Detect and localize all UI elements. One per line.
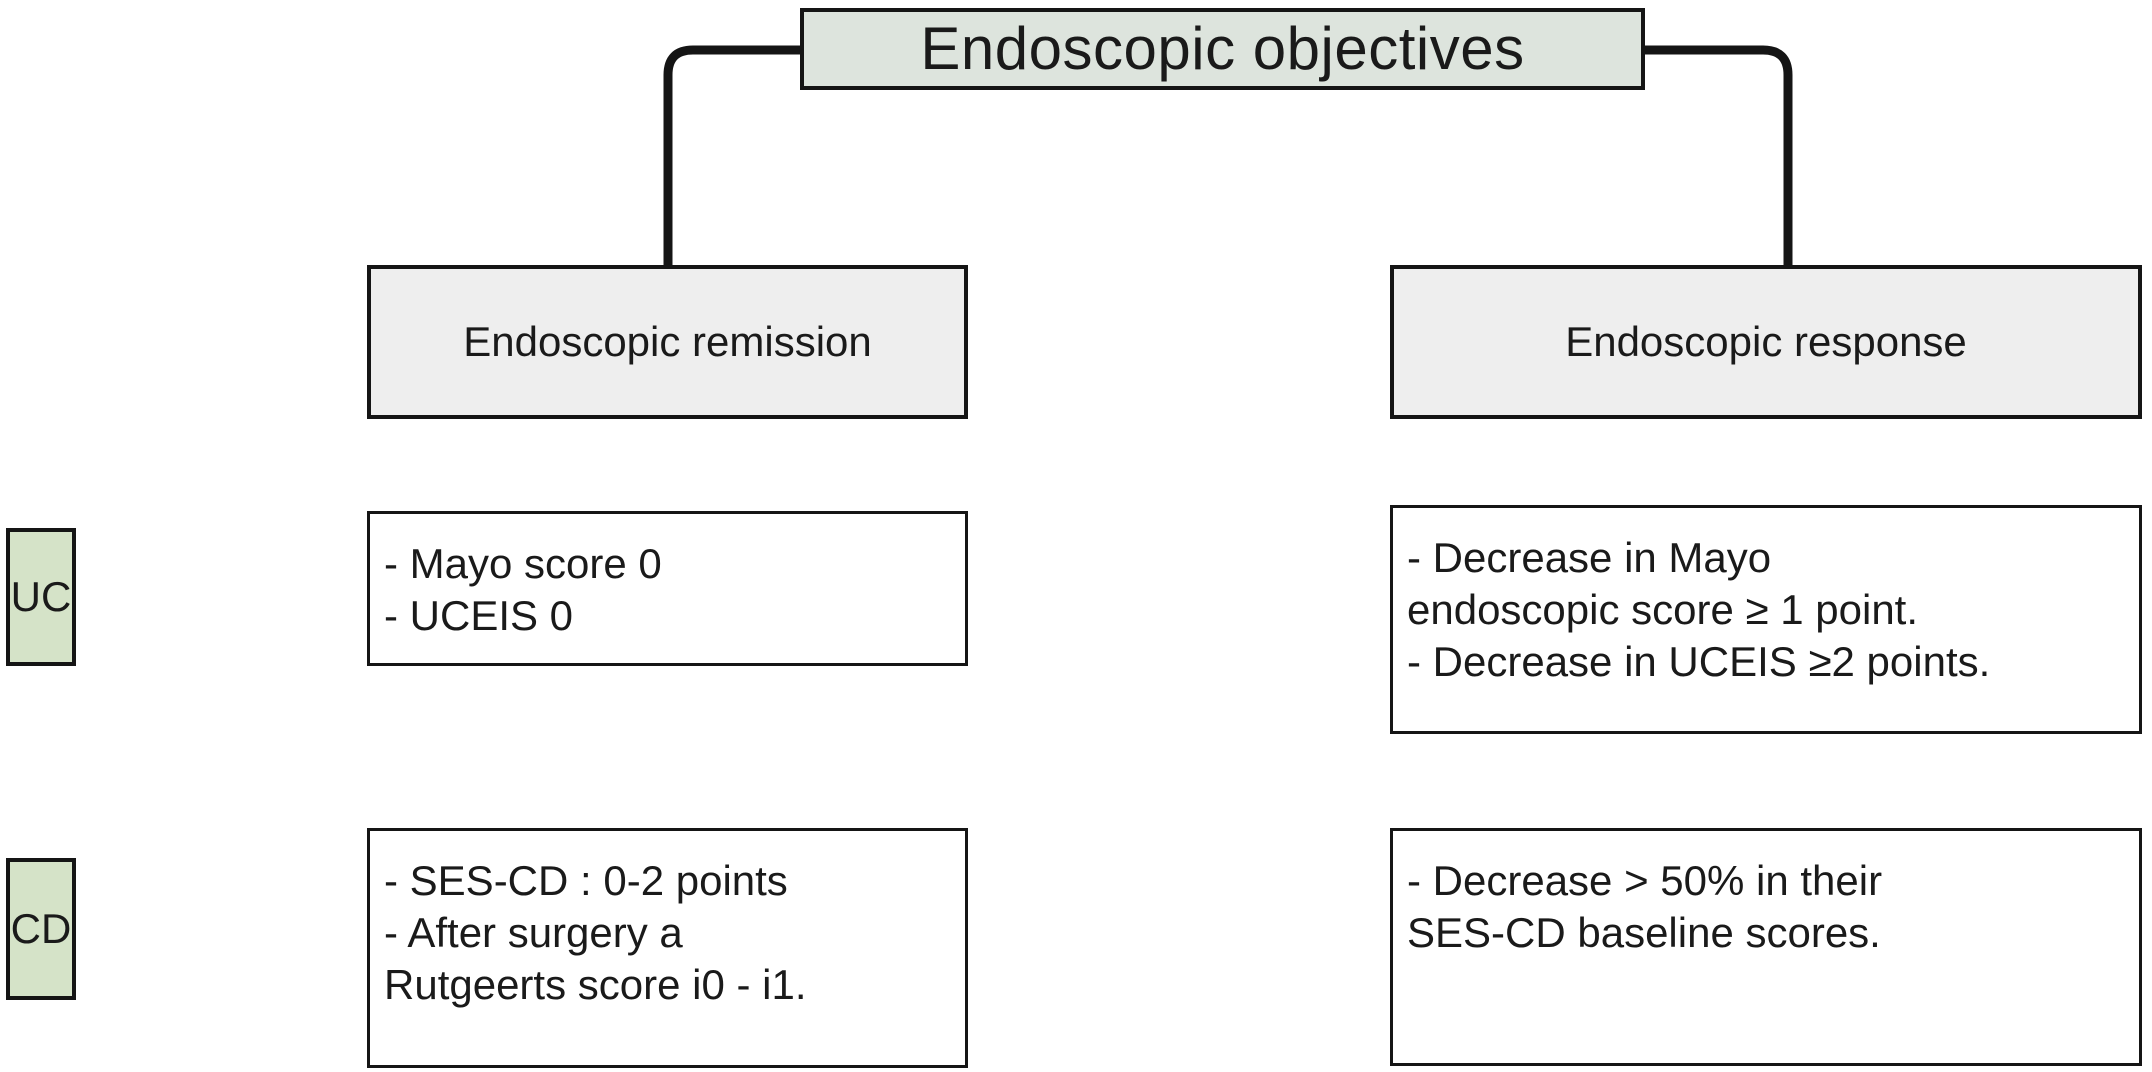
node-endoscopic-objectives-label: Endoscopic objectives [920, 15, 1525, 83]
node-endoscopic-response-label: Endoscopic response [1565, 318, 1967, 366]
row-tag-cd: CD [6, 858, 76, 1000]
node-endoscopic-remission-label: Endoscopic remission [463, 318, 872, 366]
connector-root-to-response [1645, 45, 1793, 265]
connector-root-to-remission [663, 45, 800, 265]
row-tag-uc-label: UC [10, 573, 72, 621]
node-endoscopic-response: Endoscopic response [1390, 265, 2142, 419]
cell-cd-remission: - SES-CD : 0-2 points - After surgery a … [367, 828, 968, 1068]
node-endoscopic-objectives: Endoscopic objectives [800, 8, 1645, 90]
cell-uc-remission: - Mayo score 0 - UCEIS 0 [367, 511, 968, 666]
row-tag-cd-label: CD [10, 905, 72, 953]
cell-cd-response: - Decrease > 50% in their SES-CD baselin… [1390, 828, 2142, 1066]
node-endoscopic-remission: Endoscopic remission [367, 265, 968, 419]
row-tag-uc: UC [6, 528, 76, 666]
cell-uc-response: - Decrease in Mayo endoscopic score ≥ 1 … [1390, 505, 2142, 734]
